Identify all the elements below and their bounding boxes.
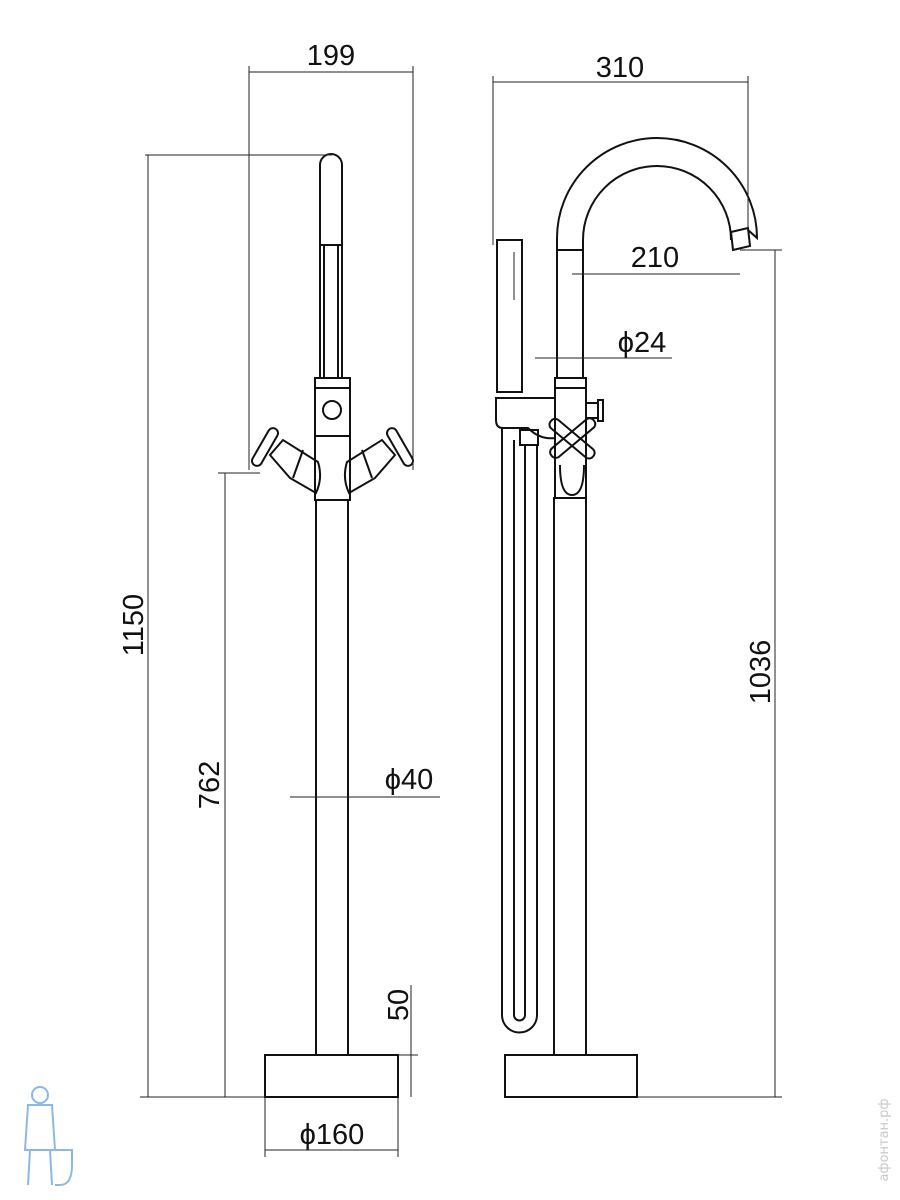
dim-handle-height: 762 <box>194 761 226 809</box>
dim-spout-height: 1036 <box>745 640 777 705</box>
front-view-faucet <box>251 153 414 1098</box>
side-pipe <box>553 497 587 1056</box>
dimension-lines <box>140 66 782 1157</box>
watermark: афонтан.рф <box>877 1098 892 1181</box>
left-handle <box>251 427 322 495</box>
cross-handle <box>548 417 597 497</box>
dim-front-width: 199 <box>307 40 355 72</box>
front-base <box>264 1054 399 1098</box>
dimension-labels: 199 310 1150 762 ϕ40 ϕ24 210 1036 50 ϕ16… <box>118 40 777 1151</box>
dim-base-diameter: ϕ160 <box>300 1119 365 1151</box>
hand-shower <box>496 239 523 393</box>
side-base <box>504 1054 638 1098</box>
dim-side-width: 310 <box>596 52 644 84</box>
dim-pipe-diameter: ϕ40 <box>385 764 434 796</box>
front-pipe <box>315 499 349 1056</box>
plumber-logo <box>23 1086 73 1186</box>
right-handle <box>343 427 414 495</box>
dim-total-height: 1150 <box>118 594 150 656</box>
side-view-faucet <box>495 137 759 1098</box>
diverter-knob-icon <box>322 400 342 420</box>
dim-base-height: 50 <box>383 989 415 1021</box>
dim-spout-diameter: ϕ24 <box>618 327 667 359</box>
dim-spout-reach: 210 <box>631 242 679 274</box>
